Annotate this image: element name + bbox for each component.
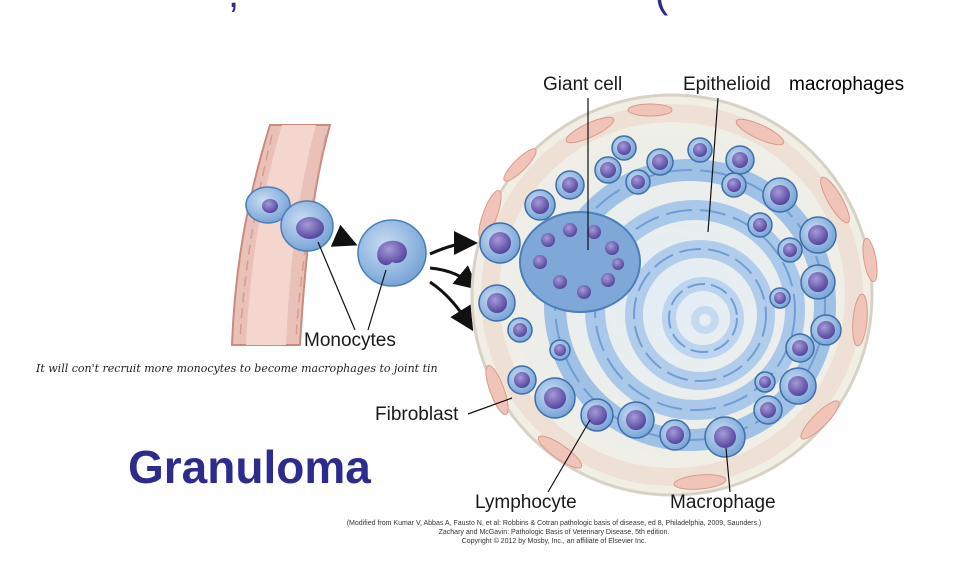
credit-line-2: Zachary and McGavin: Pathologic Basis of… <box>438 529 670 536</box>
leader-lines <box>317 97 731 493</box>
macrophages-label: macrophages <box>789 74 905 95</box>
handwritten-note: It will con't recruit more monocytes to … <box>36 362 438 375</box>
lymphocyte-label: Lymphocyte <box>475 492 577 513</box>
macrophage-label: Macrophage <box>670 492 776 513</box>
epithelioid-label: Epithelioid <box>683 74 771 95</box>
monocyte-in-vessel <box>245 186 291 224</box>
giant-cell <box>519 211 641 313</box>
monocyte-in-tissue <box>357 219 427 287</box>
page-title: Granuloma <box>128 441 371 493</box>
blood-vessel <box>230 124 332 346</box>
cropped-heading-fragment-right: ( <box>655 0 668 17</box>
granuloma <box>470 93 878 497</box>
lymphocytes-and-macrophages <box>478 135 842 458</box>
monocyte-emigrating <box>280 200 334 252</box>
fibroblast-ring <box>478 103 878 490</box>
credit-line-1: (Modified from Kumar V, Abbas A, Fausto … <box>346 520 762 527</box>
credit-line-3: Copyright © 2012 by Mosby, Inc., an affi… <box>461 538 647 545</box>
giant-cell-label: Giant cell <box>543 74 623 95</box>
cropped-heading-fragment-left: , <box>228 0 239 17</box>
fibroblast-label: Fibroblast <box>375 404 459 425</box>
monocytes-label: Monocytes <box>304 330 396 351</box>
figure-credit: (Modified from Kumar V, Abbas A, Fausto … <box>280 519 828 546</box>
